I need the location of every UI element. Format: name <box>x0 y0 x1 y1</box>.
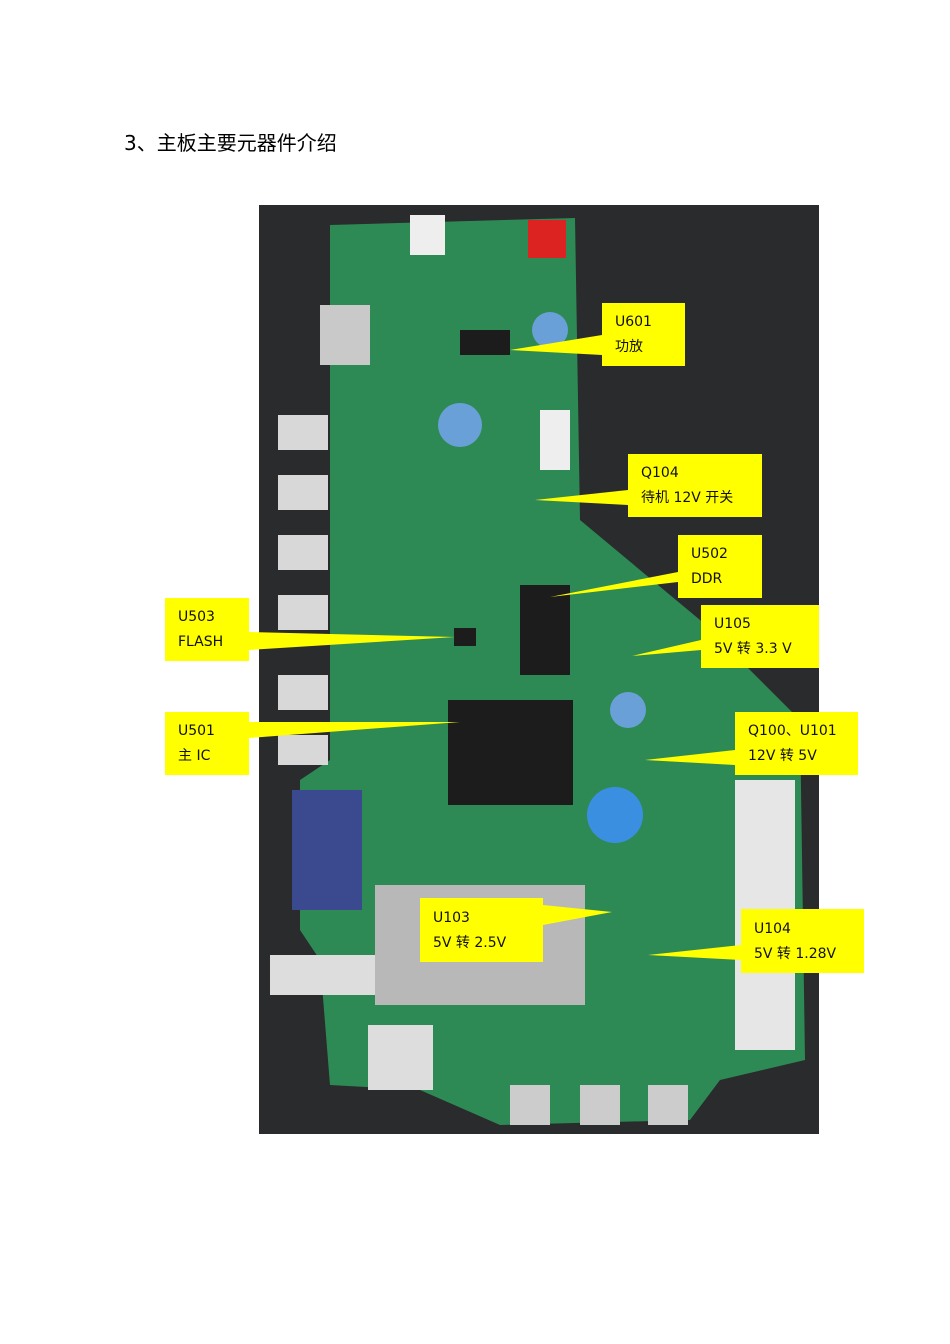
blue-capacitor <box>587 787 643 843</box>
callout-u105: U105 5V 转 3.3 V <box>714 612 792 662</box>
callout-q100-u101: Q100、U101 12V 转 5V <box>748 719 837 769</box>
section-heading: 3、主板主要元器件介绍 <box>124 131 337 155</box>
callout-u501: U501 主 IC <box>178 719 215 769</box>
callout-desc: 主 IC <box>178 748 211 764</box>
callout-u601: U601 功放 <box>615 310 652 360</box>
callout-desc: 待机 12V 开关 <box>641 490 734 506</box>
callout-id: U104 <box>754 921 791 937</box>
callout-id: U601 <box>615 314 652 330</box>
callout-desc: 功放 <box>615 339 643 355</box>
flash-chip <box>454 628 476 646</box>
rca-connectors <box>278 415 688 1125</box>
capacitor <box>610 692 646 728</box>
callout-id: Q100、U101 <box>748 723 837 739</box>
callout-desc: 5V 转 3.3 V <box>714 641 792 657</box>
main-ic-chip <box>448 700 573 805</box>
callout-u103: U103 5V 转 2.5V <box>433 906 506 956</box>
callout-q104: Q104 待机 12V 开关 <box>641 461 733 511</box>
callout-desc: DDR <box>691 571 723 587</box>
callout-id: U502 <box>691 546 728 562</box>
callout-id: Q104 <box>641 465 679 481</box>
connector <box>410 215 445 255</box>
callout-shapes <box>165 303 864 973</box>
capacitor <box>438 403 482 447</box>
callout-id: U503 <box>178 609 215 625</box>
callout-desc: FLASH <box>178 634 224 650</box>
callout-id: U501 <box>178 723 215 739</box>
callout-desc: 5V 转 2.5V <box>433 935 507 951</box>
callout-u104: U104 5V 转 1.28V <box>754 917 836 967</box>
ddr-chip <box>520 585 570 675</box>
callout-desc: 12V 转 5V <box>748 748 817 764</box>
amplifier-chip <box>460 330 510 355</box>
vga-port <box>292 790 362 910</box>
connector <box>540 410 570 470</box>
hdmi-port <box>320 305 370 365</box>
power-connector <box>528 220 566 258</box>
callout-id: U105 <box>714 616 751 632</box>
capacitor <box>532 312 568 348</box>
callout-desc: 5V 转 1.28V <box>754 946 837 962</box>
callout-id: U103 <box>433 910 470 926</box>
usb-port <box>368 1025 433 1090</box>
antenna-connector <box>270 955 375 995</box>
